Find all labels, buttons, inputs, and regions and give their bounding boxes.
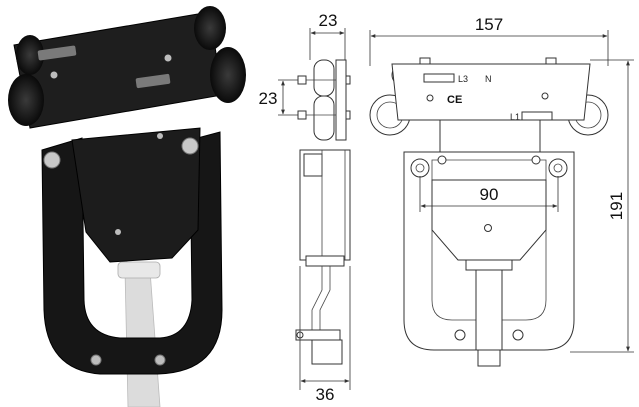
screw <box>157 133 163 139</box>
dim-side-top-width: 23 <box>319 11 338 30</box>
label-ce: CE <box>447 94 462 106</box>
dim-front-width: 157 <box>475 15 503 34</box>
contact-strip-1 <box>37 45 77 61</box>
label-l1: L1 <box>510 112 520 122</box>
dim-side-bottom-width: 36 <box>316 385 335 404</box>
hex-bolt-left <box>43 151 61 169</box>
dim-side-wheel-offset: 23 <box>259 89 278 108</box>
wheel-back-left <box>16 35 44 75</box>
screw <box>50 71 58 79</box>
wheel-front-left <box>8 74 44 126</box>
label-l3: L3 <box>458 74 468 84</box>
dim-front-height: 191 <box>607 192 626 220</box>
u-bracket <box>41 131 223 375</box>
wheel-back-right <box>194 6 226 50</box>
product-photo <box>8 6 246 407</box>
dim-front-bracket-span: 90 <box>480 185 499 204</box>
side-view: 23 23 36 <box>259 11 351 404</box>
screw <box>154 354 166 366</box>
wheel-front-right <box>210 47 246 103</box>
front-view: 157 191 L3 N CE L1 <box>369 15 634 367</box>
housing <box>71 127 201 263</box>
screw <box>164 54 172 62</box>
contact-strip-2 <box>135 73 171 89</box>
cable-gland <box>117 261 161 279</box>
screw <box>90 354 102 366</box>
label-n: N <box>485 74 492 84</box>
screw <box>115 229 121 235</box>
carriage-plate <box>13 11 223 129</box>
hex-bolt-right <box>181 137 199 155</box>
